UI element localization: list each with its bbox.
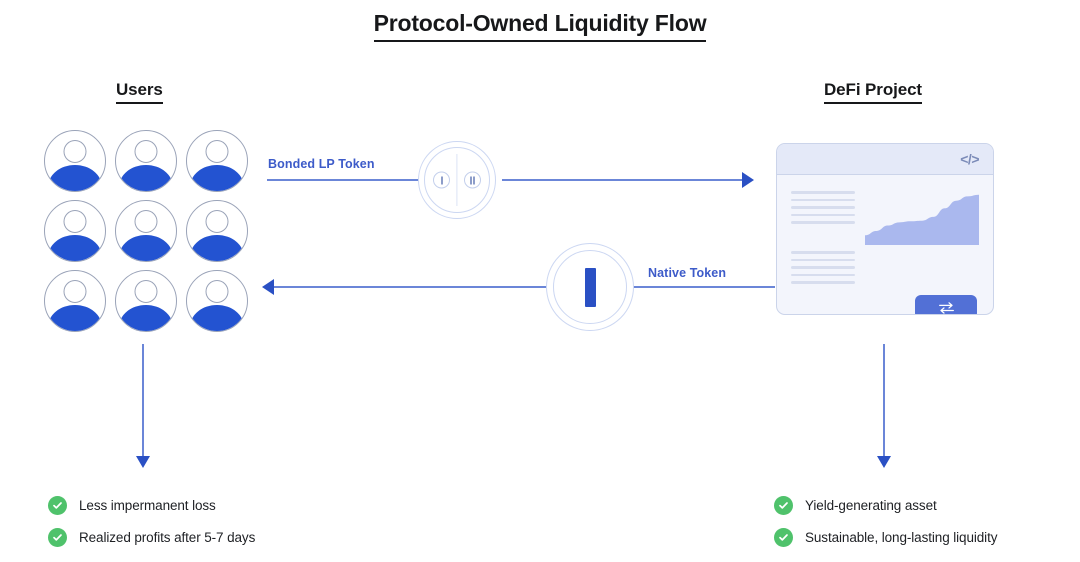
benefit-text: Sustainable, long-lasting liquidity xyxy=(805,529,998,545)
avatar-body xyxy=(119,305,173,331)
flow-line-bottom-right xyxy=(632,286,775,288)
down-arrow-project-stem xyxy=(883,344,885,458)
avatar-head xyxy=(63,210,87,233)
flow-label-bonded-lp-token: Bonded LP Token xyxy=(268,157,375,171)
avatar-head xyxy=(205,280,229,303)
user-avatar-icon xyxy=(44,270,106,332)
card-text-line xyxy=(791,206,855,209)
avatar-body xyxy=(190,165,244,191)
page-title-text: Protocol-Owned Liquidity Flow xyxy=(373,10,707,42)
card-text-line xyxy=(791,221,855,224)
growth-area-chart xyxy=(865,191,979,245)
user-avatar-icon xyxy=(186,200,248,262)
check-circle-icon xyxy=(48,495,67,515)
down-arrow-users-stem xyxy=(142,344,144,458)
benefits-list-project: Yield-generating asset Sustainable, long… xyxy=(774,489,997,553)
user-avatar-icon xyxy=(186,270,248,332)
avatar-head xyxy=(205,210,229,233)
flow-line-top-right xyxy=(502,179,750,181)
column-heading-users-text: Users xyxy=(116,80,163,104)
benefit-item: Yield-generating asset xyxy=(774,489,997,521)
benefit-text: Yield-generating asset xyxy=(805,497,937,513)
card-text-line xyxy=(791,258,855,261)
lp-coin-left-icon xyxy=(433,171,450,189)
card-text-lines-group-1 xyxy=(791,191,855,229)
user-avatar-icon xyxy=(115,200,177,262)
column-heading-project: DeFi Project xyxy=(824,80,922,104)
avatar-head xyxy=(205,140,229,163)
users-avatar-grid xyxy=(44,130,256,340)
card-text-lines-group-2 xyxy=(791,251,855,289)
check-circle-icon xyxy=(774,527,793,547)
avatar-body xyxy=(48,235,102,261)
avatar-head xyxy=(134,280,158,303)
page-title: Protocol-Owned Liquidity Flow xyxy=(0,10,1080,42)
avatar-head xyxy=(134,140,158,163)
swap-button[interactable] xyxy=(915,295,977,314)
avatar-body xyxy=(190,235,244,261)
benefit-text: Realized profits after 5-7 days xyxy=(79,529,256,545)
user-avatar-icon xyxy=(44,200,106,262)
native-token-badge xyxy=(546,243,634,331)
avatar-body xyxy=(190,305,244,331)
card-text-line xyxy=(791,191,855,194)
benefits-list-users: Less impermanent loss Realized profits a… xyxy=(48,489,255,553)
code-icon: </> xyxy=(960,151,979,167)
lp-coin-right-glyph xyxy=(470,176,472,184)
arrow-head-left-icon xyxy=(262,279,274,295)
card-text-line xyxy=(791,281,855,284)
user-avatar-icon xyxy=(115,270,177,332)
lp-token-badge-inner xyxy=(424,147,490,213)
swap-arrows-icon xyxy=(938,301,954,314)
native-token-badge-inner xyxy=(553,250,627,324)
user-avatar-icon xyxy=(44,130,106,192)
card-body xyxy=(777,175,993,314)
lp-token-badge xyxy=(418,141,496,219)
check-circle-icon xyxy=(774,495,793,515)
avatar-head xyxy=(63,140,87,163)
down-arrow-project-tip-icon xyxy=(877,456,891,468)
card-text-line xyxy=(791,266,855,269)
flow-line-top-left xyxy=(267,179,419,181)
benefit-item: Realized profits after 5-7 days xyxy=(48,521,255,553)
flow-line-bottom-left xyxy=(264,286,548,288)
card-text-line xyxy=(791,273,855,276)
benefit-item: Sustainable, long-lasting liquidity xyxy=(774,521,997,553)
avatar-body xyxy=(48,305,102,331)
card-text-line xyxy=(791,213,855,216)
avatar-body xyxy=(119,165,173,191)
card-title-bar: </> xyxy=(777,144,993,175)
down-arrow-users-tip-icon xyxy=(136,456,150,468)
avatar-body xyxy=(119,235,173,261)
arrow-head-right-icon xyxy=(742,172,754,188)
defi-project-card: </> xyxy=(776,143,994,315)
benefit-item: Less impermanent loss xyxy=(48,489,255,521)
card-text-line xyxy=(791,251,855,254)
lp-coin-right-icon xyxy=(464,171,481,189)
user-avatar-icon xyxy=(115,130,177,192)
column-heading-project-text: DeFi Project xyxy=(824,80,922,104)
native-token-glyph xyxy=(584,267,596,307)
column-heading-users: Users xyxy=(116,80,163,104)
avatar-head xyxy=(63,280,87,303)
lp-coin-left-glyph xyxy=(440,176,443,184)
avatar-head xyxy=(134,210,158,233)
check-circle-icon xyxy=(48,527,67,547)
avatar-body xyxy=(48,165,102,191)
card-text-line xyxy=(791,198,855,201)
user-avatar-icon xyxy=(186,130,248,192)
lp-token-divider xyxy=(456,154,458,206)
growth-area-chart-svg xyxy=(865,194,979,245)
benefit-text: Less impermanent loss xyxy=(79,497,216,513)
flow-label-native-token: Native Token xyxy=(648,266,727,280)
